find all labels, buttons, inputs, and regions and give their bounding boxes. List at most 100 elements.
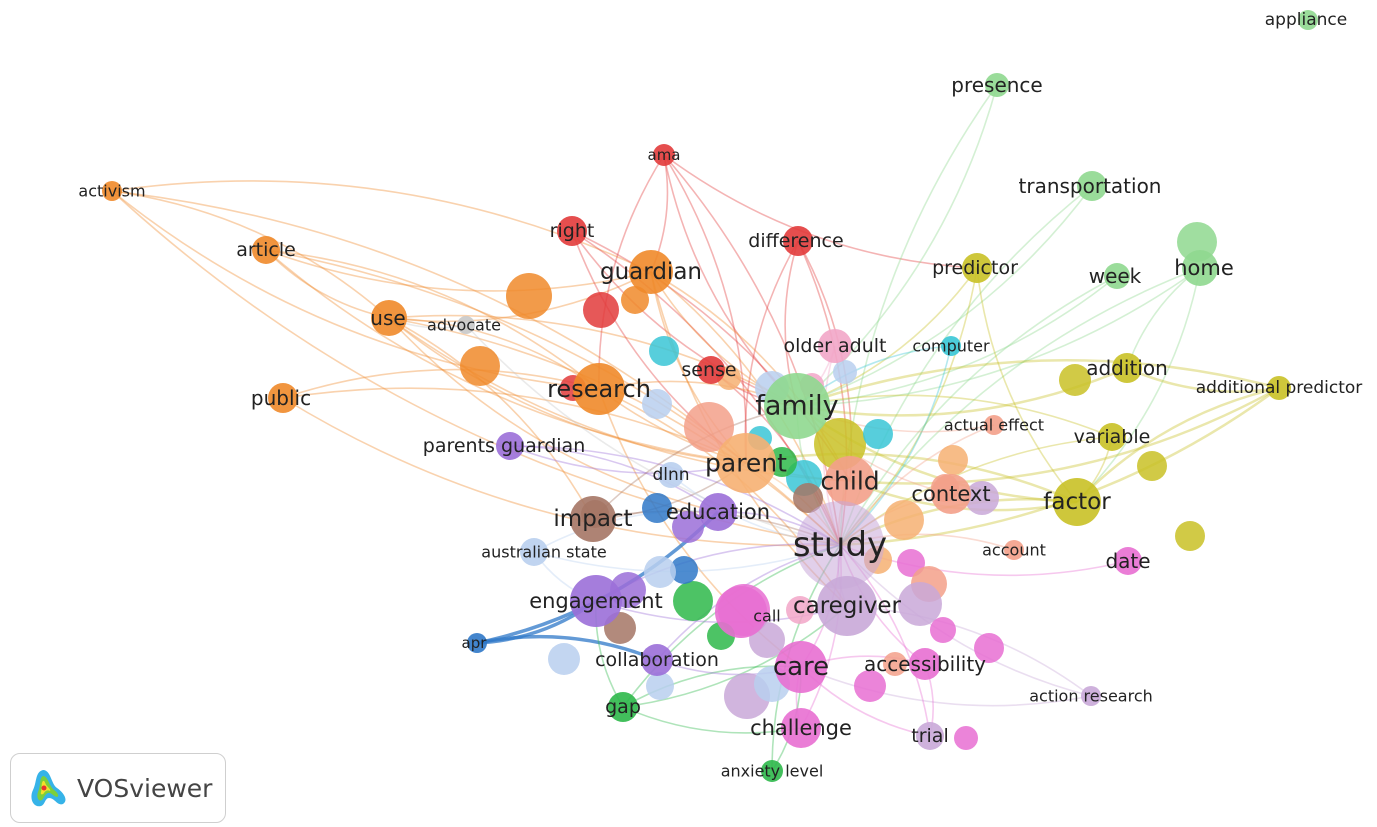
node-factor[interactable]: [1053, 478, 1101, 526]
unlabeled-node-28[interactable]: [974, 633, 1004, 663]
link-use-research: [388, 317, 600, 390]
node-layer: [102, 10, 1318, 782]
node-advocate[interactable]: [457, 316, 475, 334]
unlabeled-node-5[interactable]: [649, 336, 679, 366]
node-variable[interactable]: [1098, 423, 1126, 451]
node-challenge[interactable]: [781, 708, 821, 748]
node-dlnn[interactable]: [658, 462, 684, 488]
label-account: account: [982, 541, 1046, 560]
node-transportation[interactable]: [1077, 171, 1107, 201]
link-parents_guardian-parent: [509, 445, 747, 475]
node-date[interactable]: [1114, 547, 1142, 575]
unlabeled-node-17[interactable]: [965, 481, 999, 515]
link-australian_state-education: [533, 510, 719, 553]
node-caregiver[interactable]: [817, 576, 877, 636]
node-activism[interactable]: [102, 181, 122, 201]
node-older-adult[interactable]: [818, 329, 852, 363]
unlabeled-node-6[interactable]: [642, 389, 672, 419]
label-activism: activism: [78, 182, 145, 201]
node-child[interactable]: [825, 456, 875, 506]
node-australian-state[interactable]: [520, 538, 548, 566]
node-difference[interactable]: [783, 226, 813, 256]
node-right[interactable]: [557, 216, 587, 246]
unlabeled-node-27[interactable]: [930, 617, 956, 643]
node-parent[interactable]: [716, 433, 776, 493]
node-context[interactable]: [931, 474, 971, 514]
node-week[interactable]: [1104, 263, 1130, 289]
node-guardian[interactable]: [629, 250, 673, 294]
node-additional-predictor[interactable]: [1267, 376, 1291, 400]
label-variable: variable: [1074, 426, 1151, 448]
node-study[interactable]: [796, 501, 884, 589]
unlabeled-node-46[interactable]: [954, 726, 978, 750]
node-anxiety-level[interactable]: [761, 760, 783, 782]
unlabeled-node-7[interactable]: [684, 402, 734, 452]
node-appliance[interactable]: [1298, 10, 1318, 30]
link-public-study: [282, 397, 841, 547]
unlabeled-node-22[interactable]: [884, 500, 924, 540]
unlabeled-node-44[interactable]: [646, 672, 674, 700]
node-apr[interactable]: [467, 633, 487, 653]
node-education[interactable]: [699, 493, 737, 531]
node-predictor[interactable]: [962, 253, 992, 283]
node-family[interactable]: [764, 373, 830, 439]
unlabeled-node-16[interactable]: [938, 445, 968, 475]
node-home[interactable]: [1182, 250, 1218, 286]
unlabeled-node-2[interactable]: [460, 346, 500, 386]
link-addition-additional_predictor: [1126, 366, 1280, 393]
link-action_research-caregiver: [846, 605, 1092, 697]
node-parents-guardian[interactable]: [496, 432, 524, 460]
unlabeled-node-37[interactable]: [670, 556, 698, 584]
link-activism-use: [111, 190, 390, 319]
unlabeled-node-10[interactable]: [833, 360, 857, 384]
unlabeled-node-0[interactable]: [506, 273, 552, 319]
unlabeled-node-29[interactable]: [854, 670, 886, 702]
unlabeled-node-19[interactable]: [1059, 364, 1091, 396]
unlabeled-node-39[interactable]: [672, 511, 704, 543]
unlabeled-node-21[interactable]: [1175, 521, 1205, 551]
label-predictor: predictor: [932, 257, 1018, 279]
unlabeled-node-26[interactable]: [898, 582, 942, 626]
node-presence[interactable]: [985, 73, 1009, 97]
node-computer[interactable]: [941, 336, 961, 356]
node-gap[interactable]: [608, 692, 638, 722]
link-activism-research: [111, 190, 600, 390]
label-study: study: [793, 525, 887, 565]
unlabeled-node-12[interactable]: [863, 419, 893, 449]
node-collaboration[interactable]: [641, 644, 673, 676]
unlabeled-node-30[interactable]: [883, 652, 907, 676]
label-guardian: guardian: [600, 259, 702, 285]
unlabeled-node-47[interactable]: [786, 596, 814, 624]
unlabeled-node-45[interactable]: [793, 483, 823, 513]
label-factor: factor: [1043, 489, 1111, 515]
unlabeled-node-38[interactable]: [642, 493, 672, 523]
node-action-research[interactable]: [1081, 686, 1101, 706]
node-article[interactable]: [252, 236, 280, 264]
node-research[interactable]: [573, 363, 625, 415]
label-action-research: action research: [1029, 687, 1153, 706]
node-sense[interactable]: [697, 356, 725, 384]
node-impact[interactable]: [570, 496, 616, 542]
node-call[interactable]: [715, 586, 767, 638]
unlabeled-node-43[interactable]: [548, 643, 580, 675]
link-article-research: [265, 249, 600, 390]
node-addition[interactable]: [1112, 353, 1142, 383]
node-ama[interactable]: [653, 144, 675, 166]
unlabeled-node-35[interactable]: [673, 581, 713, 621]
node-engagement[interactable]: [570, 575, 622, 627]
unlabeled-node-1[interactable]: [583, 292, 619, 328]
unlabeled-node-20[interactable]: [1137, 451, 1167, 481]
node-use[interactable]: [371, 300, 407, 336]
label-transportation: transportation: [1019, 174, 1162, 198]
node-trial[interactable]: [916, 722, 944, 750]
unlabeled-node-3[interactable]: [621, 286, 649, 314]
label-accessibility: accessibility: [864, 652, 986, 676]
node-accessibility[interactable]: [909, 648, 941, 680]
node-public[interactable]: [268, 383, 298, 413]
label-research: research: [547, 375, 651, 403]
unlabeled-node-42[interactable]: [644, 556, 676, 588]
node-actual-effect[interactable]: [984, 415, 1004, 435]
node-account[interactable]: [1004, 540, 1024, 560]
node-care[interactable]: [775, 641, 827, 693]
